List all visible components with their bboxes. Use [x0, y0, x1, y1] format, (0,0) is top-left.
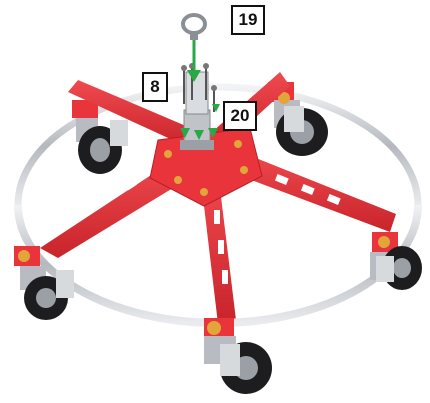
caster-front-left	[14, 246, 74, 320]
caster-front-center	[204, 318, 272, 394]
callout-8: 8	[142, 72, 168, 102]
eye-bolt	[181, 13, 207, 40]
ring-back	[14, 83, 422, 206]
caster-back-left	[72, 100, 128, 174]
green-arrows	[180, 104, 220, 140]
down-arrow	[187, 40, 201, 82]
callout-19: 19	[231, 5, 265, 35]
screws	[181, 63, 217, 112]
callout-20: 20	[223, 101, 257, 131]
caster-front-right	[370, 232, 422, 290]
